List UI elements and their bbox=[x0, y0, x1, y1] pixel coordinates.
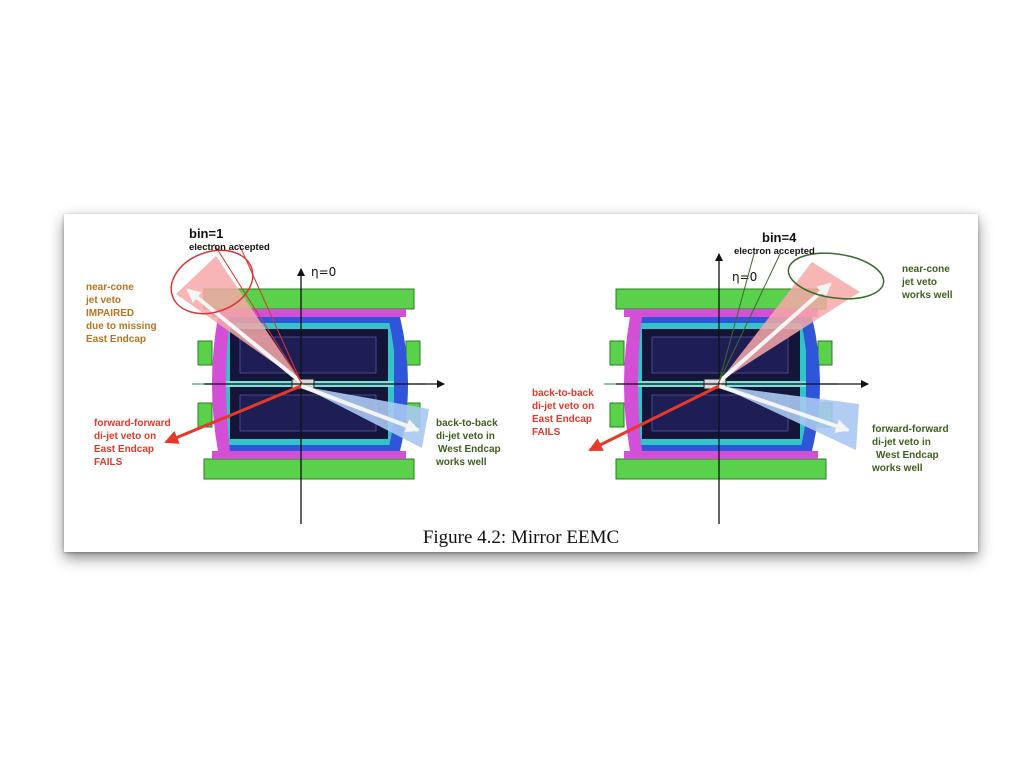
left-panel: η=0 bin=1 electron accepted near-cone je… bbox=[85, 226, 503, 524]
left-forward-arrow bbox=[164, 384, 302, 444]
left-near-cone bbox=[176, 256, 301, 382]
right-forward-cone bbox=[719, 386, 859, 450]
right-eta-label: η=0 bbox=[732, 270, 757, 284]
right-near-cone-ellipse bbox=[787, 252, 885, 300]
right-back-to-back-label: back-to-back di-jet veto on East Endcap … bbox=[532, 388, 597, 438]
right-bin-label: bin=4 bbox=[762, 230, 797, 245]
left-forward-label: forward-forward di-jet veto on East Endc… bbox=[94, 418, 173, 468]
left-near-cone-label: near-cone jet veto IMPAIRED due to missi… bbox=[85, 282, 159, 345]
left-near-cone-ellipse bbox=[170, 249, 254, 315]
left-back-to-back-label: back-to-back di-jet veto in West Endcap … bbox=[435, 418, 503, 468]
left-eta-label: η=0 bbox=[311, 265, 336, 279]
figure-card: η=0 bin=1 electron accepted near-cone je… bbox=[64, 214, 978, 552]
figure-diagram: η=0 bin=1 electron accepted near-cone je… bbox=[85, 226, 953, 524]
right-back-to-back-arrow bbox=[588, 384, 720, 452]
left-status-label: electron accepted bbox=[189, 242, 270, 253]
right-status-label: electron accepted bbox=[734, 246, 815, 257]
right-near-cone-label: near-cone jet veto works well bbox=[901, 264, 953, 301]
left-bin-label: bin=1 bbox=[189, 226, 223, 241]
right-forward-label: forward-forward di-jet veto in West Endc… bbox=[871, 424, 951, 474]
left-back-to-back-cone bbox=[301, 386, 429, 448]
figure-caption: Figure 4.2: Mirror EEMC bbox=[422, 527, 620, 548]
right-panel: η=0 bin=4 electron accepted near-cone je… bbox=[532, 230, 953, 524]
